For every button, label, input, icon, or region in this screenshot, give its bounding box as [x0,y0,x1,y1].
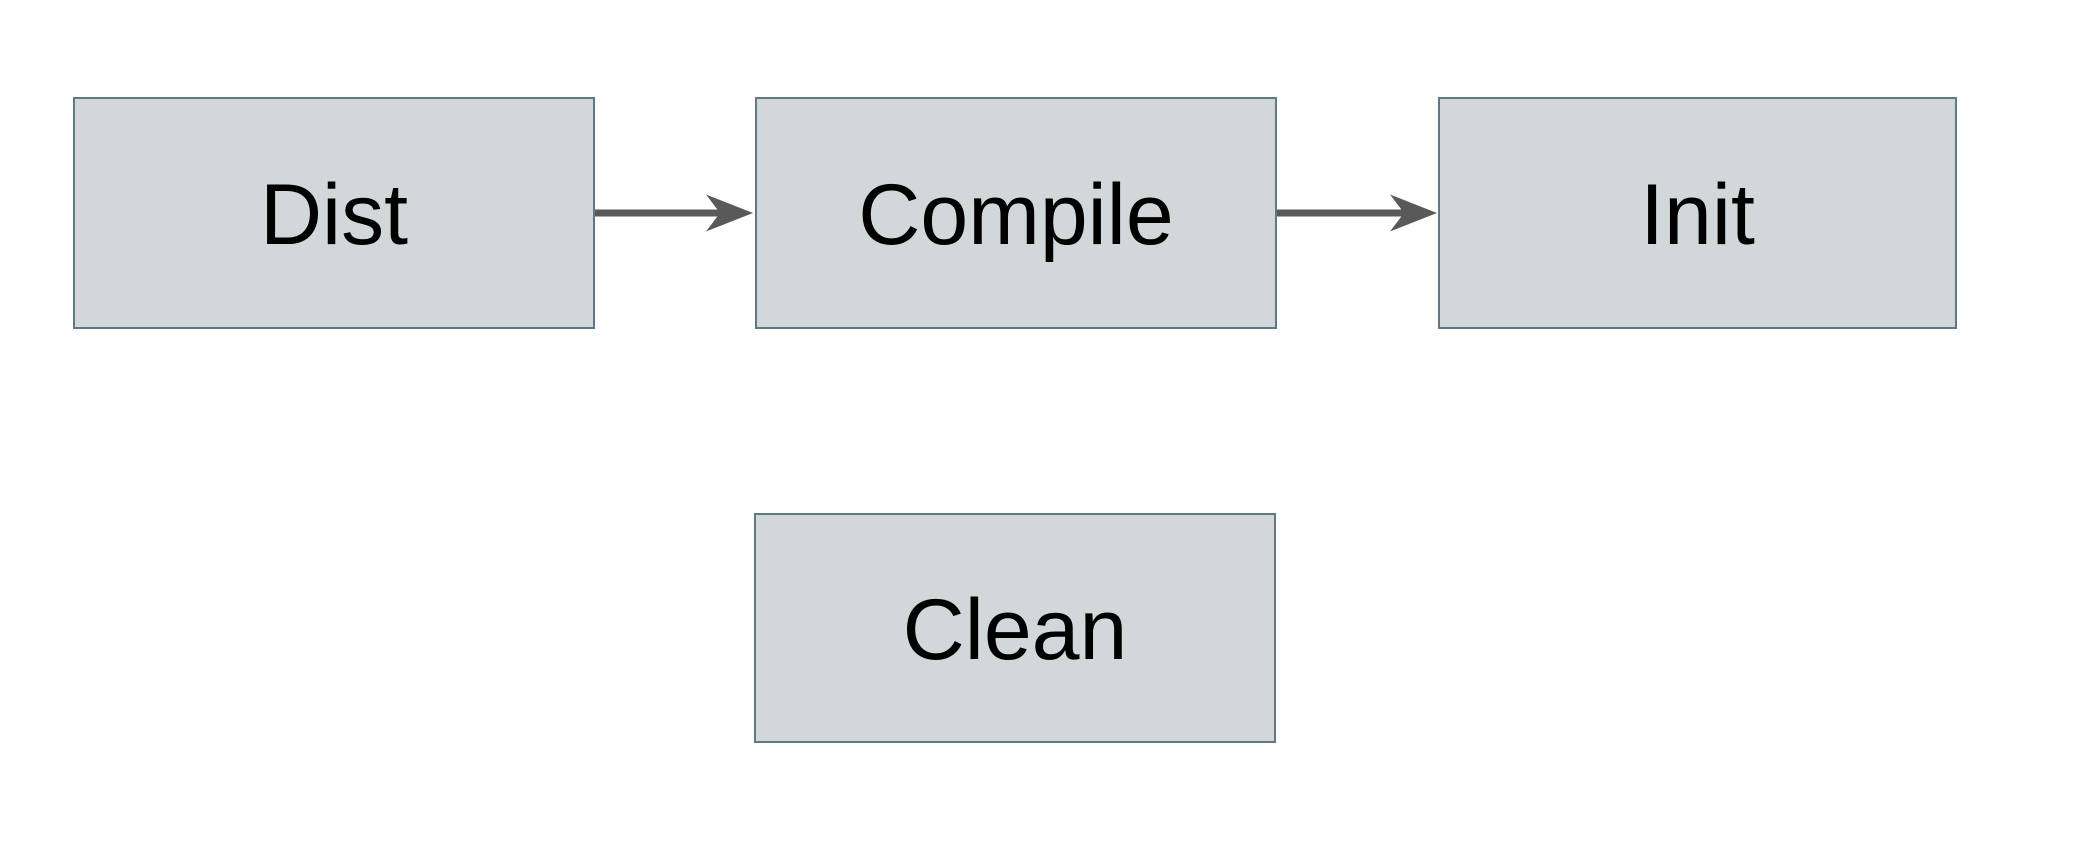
node-dist: Dist [73,97,595,329]
arrow-dist-to-compile [595,194,753,232]
node-clean: Clean [754,513,1276,743]
node-init: Init [1438,97,1957,329]
node-dist-label: Dist [259,167,409,263]
node-init-label: Init [1640,167,1755,263]
arrow-compile-to-init [1277,194,1437,232]
node-compile: Compile [755,97,1277,329]
node-clean-label: Clean [902,582,1128,678]
node-compile-label: Compile [858,167,1174,263]
